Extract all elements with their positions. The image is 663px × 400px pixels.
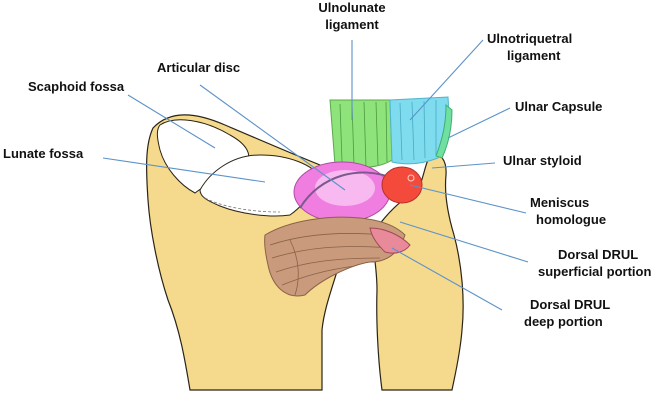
leader-dorsal-deep [391,247,503,311]
leader-scaphoid [127,94,216,149]
ulna-bone [371,153,464,391]
meniscus-homologue [381,166,423,204]
leader-meniscus [409,184,527,214]
leader-ulnotriquetral [409,39,484,121]
label-dorsal-drul-superficial: Dorsal DRUL superficial portion [538,247,652,279]
leader-articular-disc [199,84,346,191]
leader-lunate [102,157,266,183]
label-ulnar-capsule: Ulnar Capsule [515,99,603,114]
fossa-contour [204,197,281,213]
label-ulnolunate-ligament: Ulnolunate ligament [318,0,386,32]
leader-ulnar-styloid [431,162,496,169]
dorsal-drul [264,216,406,297]
label-ulnar-styloid: Ulnar styloid [503,153,582,168]
disc-rim [299,171,393,209]
leader-ulnar-capsule [447,107,511,139]
leader-lines [102,39,529,311]
label-ulnotriquetral-ligament: Ulnotriquetral ligament [487,31,573,63]
label-lunate-fossa: Lunate fossa [3,146,84,161]
label-dorsal-drul-deep: Dorsal DRUL deep portion [524,297,611,329]
label-articular-disc: Articular disc [157,60,241,75]
ulnolunate-ligament [329,99,393,169]
leader-dorsal-superficial [399,221,529,263]
meniscus-dot [407,174,415,182]
ulnar-capsule [435,103,453,159]
label-meniscus-homologue: Meniscus homologue [530,195,607,227]
label-scaphoid-fossa: Scaphoid fossa [28,79,125,94]
